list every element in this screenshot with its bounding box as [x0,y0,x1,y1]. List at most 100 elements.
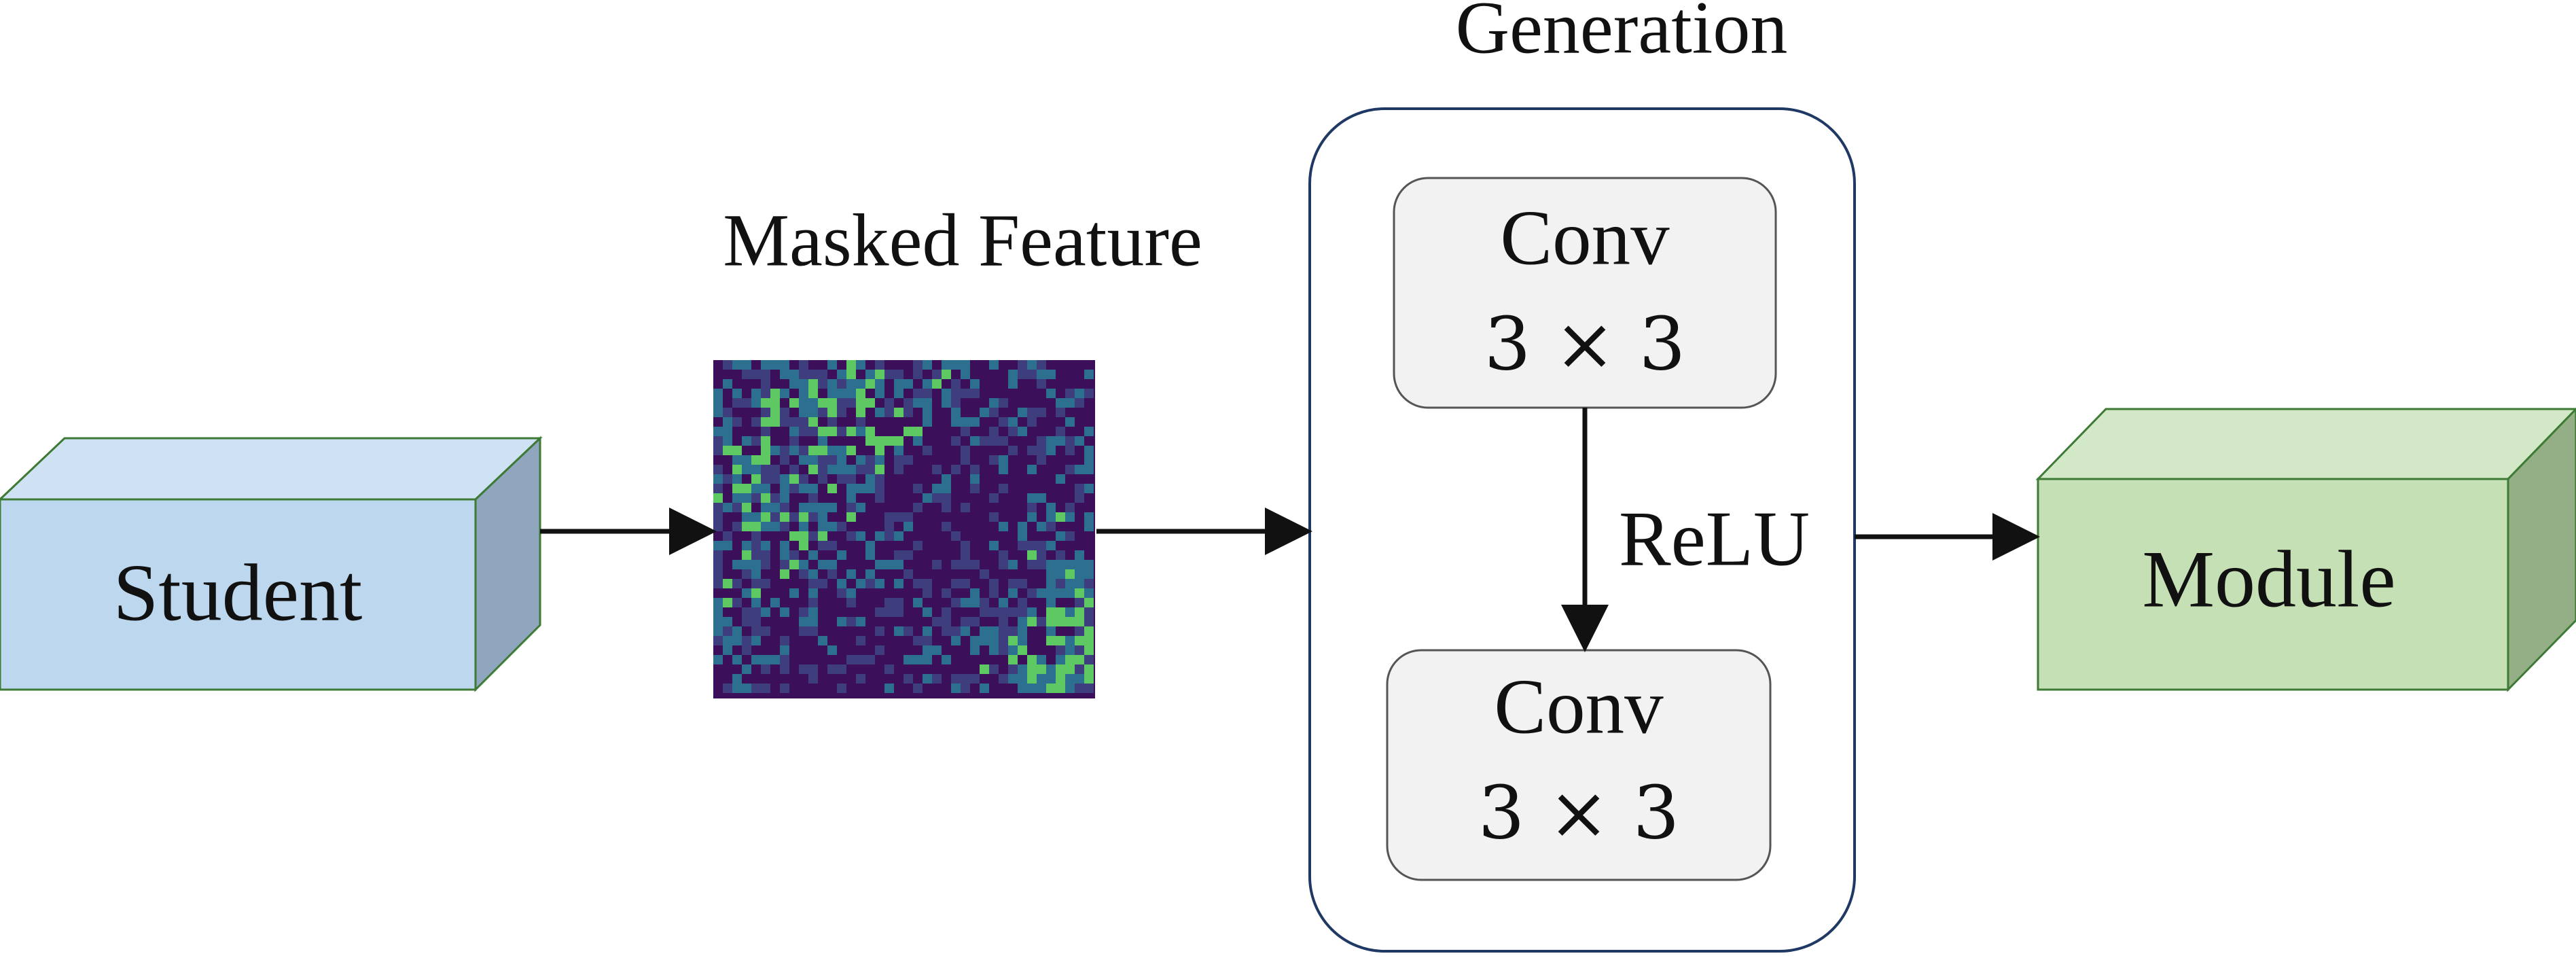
feature-cell [780,360,789,370]
feature-cell [1046,617,1056,626]
feature-cell [1008,626,1018,636]
feature-cell [1037,379,1046,389]
feature-cell [1075,607,1084,617]
feature-cell [742,617,751,626]
feature-cell [1075,617,1084,626]
feature-cell [751,436,761,446]
feature-cell [856,617,865,626]
feature-cell [1056,655,1065,664]
feature-cell [923,588,932,598]
feature-cell [1027,446,1037,455]
feature-cell [865,655,875,664]
feature-cell [875,493,884,503]
feature-cell [713,398,723,408]
feature-cell [1008,607,1018,617]
feature-cell [1018,579,1027,588]
feature-cell [827,427,837,436]
feature-cell [989,588,999,598]
feature-cell [751,389,761,398]
feature-cell [1018,408,1027,417]
feature-cell [1008,417,1018,427]
feature-cell [1046,626,1056,636]
feature-cell [980,636,989,645]
feature-cell [1037,522,1046,531]
feature-cell [789,427,799,436]
feature-cell [1065,617,1075,626]
feature-cell [789,550,799,560]
feature-cell [799,360,808,370]
feature-cell [904,655,913,664]
feature-cell [1075,569,1084,579]
module-block-front [2037,478,2509,691]
feature-cell [1065,417,1075,427]
feature-cell [1065,446,1075,455]
feature-cell [789,370,799,379]
feature-cell [818,465,827,474]
feature-cell [799,512,808,522]
feature-cell [913,503,923,512]
feature-cell [761,626,770,636]
feature-cell [923,408,932,417]
feature-cell [923,636,932,645]
feature-cell [913,598,923,607]
feature-cell [1037,550,1046,560]
feature-cell [713,522,723,531]
feature-cell [970,389,980,398]
feature-cell [913,360,923,370]
feature-cell [808,588,818,598]
feature-cell [837,379,846,389]
feature-cell [846,398,856,408]
student-block-front [0,498,477,691]
feature-cell [713,560,723,569]
feature-cell [1056,617,1065,626]
feature-cell [923,674,932,684]
feature-cell [1046,370,1056,379]
feature-cell [894,531,904,541]
feature-cell [1065,389,1075,398]
feature-cell [989,455,999,465]
feature-cell [713,484,723,493]
feature-cell [837,684,846,693]
feature-cell [884,531,894,541]
feature-cell [951,379,961,389]
feature-cell [799,531,808,541]
feature-cell [1046,560,1056,569]
feature-cell [751,588,761,598]
feature-cell [780,560,789,569]
feature-cell [1056,588,1065,598]
feature-cell [1037,455,1046,465]
feature-cell [827,541,837,550]
feature-cell [761,436,770,446]
feature-cell [1056,645,1065,655]
feature-cell [761,607,770,617]
feature-cell [1046,503,1056,512]
feature-cell [808,550,818,560]
feature-cell [913,655,923,664]
feature-cell [846,588,856,598]
feature-cell [1027,655,1037,664]
feature-cell [1018,607,1027,617]
feature-cell [894,455,904,465]
feature-cell [856,455,865,465]
feature-cell [856,484,865,493]
feature-cell [846,531,856,541]
feature-cell [846,474,856,484]
feature-cell [913,436,923,446]
feature-cell [894,389,904,398]
feature-cell [789,531,799,541]
feature-cell [884,664,894,674]
feature-cell [808,626,818,636]
feature-cell [723,408,732,417]
feature-cell [713,408,723,417]
feature-cell [1065,531,1075,541]
feature-cell [742,550,751,560]
feature-cell [827,569,837,579]
feature-cell [789,512,799,522]
feature-cell [751,655,761,664]
feature-cell [732,560,742,569]
feature-cell [856,417,865,427]
feature-cell [970,645,980,655]
feature-cell [999,598,1008,607]
feature-cell [846,484,856,493]
feature-cell [761,484,770,493]
